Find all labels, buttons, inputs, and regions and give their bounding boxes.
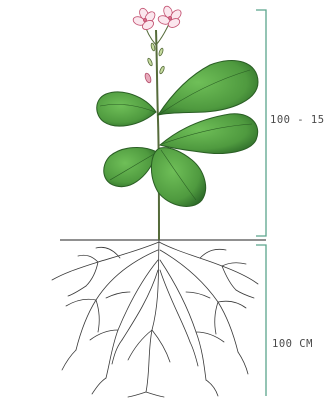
stem (156, 30, 159, 240)
leaf-upper-right (158, 60, 258, 115)
flower-stalk-2 (156, 22, 170, 45)
root-depth-label: 100 CM (272, 338, 313, 350)
height-bracket (256, 10, 266, 236)
depth-bracket (256, 245, 266, 396)
flower-left (132, 7, 157, 32)
root-system (52, 240, 258, 397)
leaf-middle-right (160, 114, 258, 154)
leaf-lower-left (104, 147, 157, 186)
plant-height-label: 100 - 150 (270, 114, 324, 126)
flower-right (157, 5, 183, 29)
flower-bud (144, 72, 152, 83)
